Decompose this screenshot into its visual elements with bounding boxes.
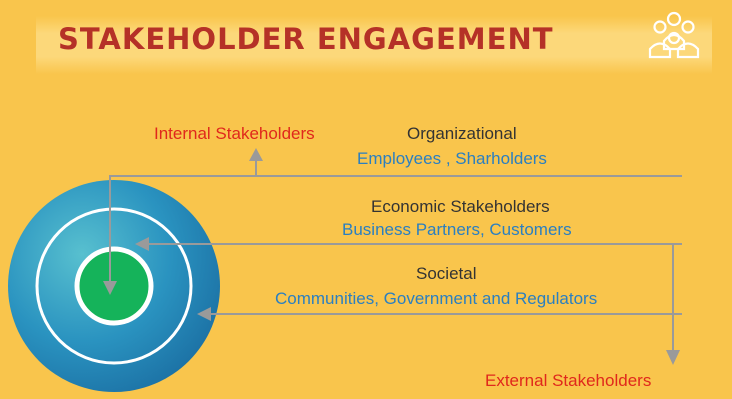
societal-members: Communities, Government and Regulators [275,289,598,308]
societal-arrowhead [197,307,211,321]
societal-title: Societal [416,264,477,283]
organizational-arrow-line [109,175,682,282]
title-banner: STAKEHOLDER ENGAGEMENT [36,8,712,80]
organizational-arrowhead [103,281,117,295]
page-title: STAKEHOLDER ENGAGEMENT [58,22,554,56]
economic-arrowhead [135,237,149,251]
organizational-members: Employees , Sharholders [357,149,547,168]
economic-members: Business Partners, Customers [342,220,572,239]
economic-title: Economic Stakeholders [371,197,550,216]
middle-ring [35,207,193,365]
external-arrowhead [666,350,680,365]
internal-arrowhead [249,148,263,161]
organizational-title: Organizational [407,124,517,143]
internal-stakeholders-label: Internal Stakeholders [154,124,315,143]
users-group-icon [648,11,700,59]
banner-background [36,16,712,74]
external-stakeholders-label: External Stakeholders [485,371,652,390]
